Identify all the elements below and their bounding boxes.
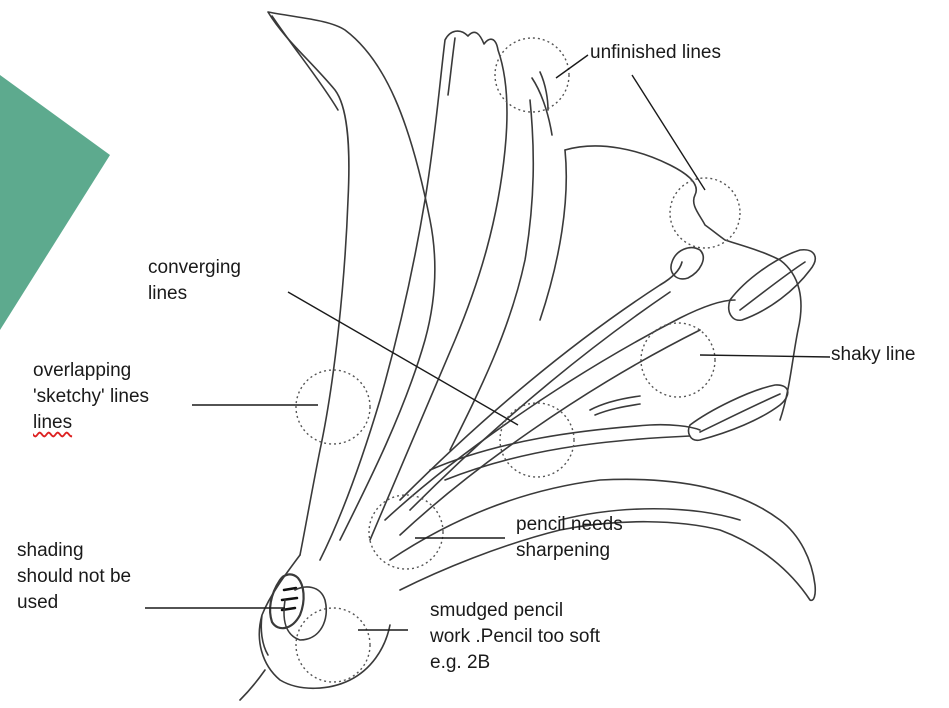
leader-unfinished-right [632,75,705,190]
guide-circle-overlapping [296,370,370,444]
label-shaky-line: shaky line [831,342,916,368]
label-shading-line-2: should not be [17,564,131,590]
guide-circle-converging [500,403,574,477]
label-pencil-sharpening: pencil needs sharpening [516,512,623,564]
label-shading-line-1: shading [17,538,131,564]
label-converging-line-1: converging [148,255,241,281]
guide-circle-shaky [641,323,715,397]
teal-corner-shape [0,75,110,330]
label-converging-lines: converging lines [148,255,241,307]
label-sharpening-line-2: sharpening [516,538,623,564]
label-smudged-line-2: work .Pencil too soft [430,624,600,650]
guide-circle-smudged [296,608,370,682]
guide-circle-unfinished-right [670,178,740,248]
central-petal [320,31,507,560]
label-overlapping-line-1: overlapping [33,358,149,384]
upper-right-petal [565,146,801,420]
label-smudged-pencil: smudged pencil work .Pencil too soft e.g… [430,598,600,676]
style-stalk [400,262,682,510]
label-overlapping-line-2: 'sketchy' lines [33,384,149,410]
label-smudged-line-1: smudged pencil [430,598,600,624]
label-unfinished-lines: unfinished lines [590,40,721,66]
leader-unfinished-top [556,55,588,78]
label-smudged-line-3: e.g. 2B [430,650,600,676]
label-overlapping-lines: overlapping 'sketchy' lines lines [33,358,149,436]
stamen-upper [385,300,735,535]
flower-base [240,555,390,700]
label-shading-line-3: used [17,590,131,616]
label-converging-line-2: lines [148,281,241,307]
label-sharpening-line-1: pencil needs [516,512,623,538]
label-overlapping-line-3: lines [33,410,149,436]
label-shading: shading should not be used [17,538,131,616]
leader-shaky [700,355,830,357]
label-overlapping-line-3-text: lines [33,412,72,433]
